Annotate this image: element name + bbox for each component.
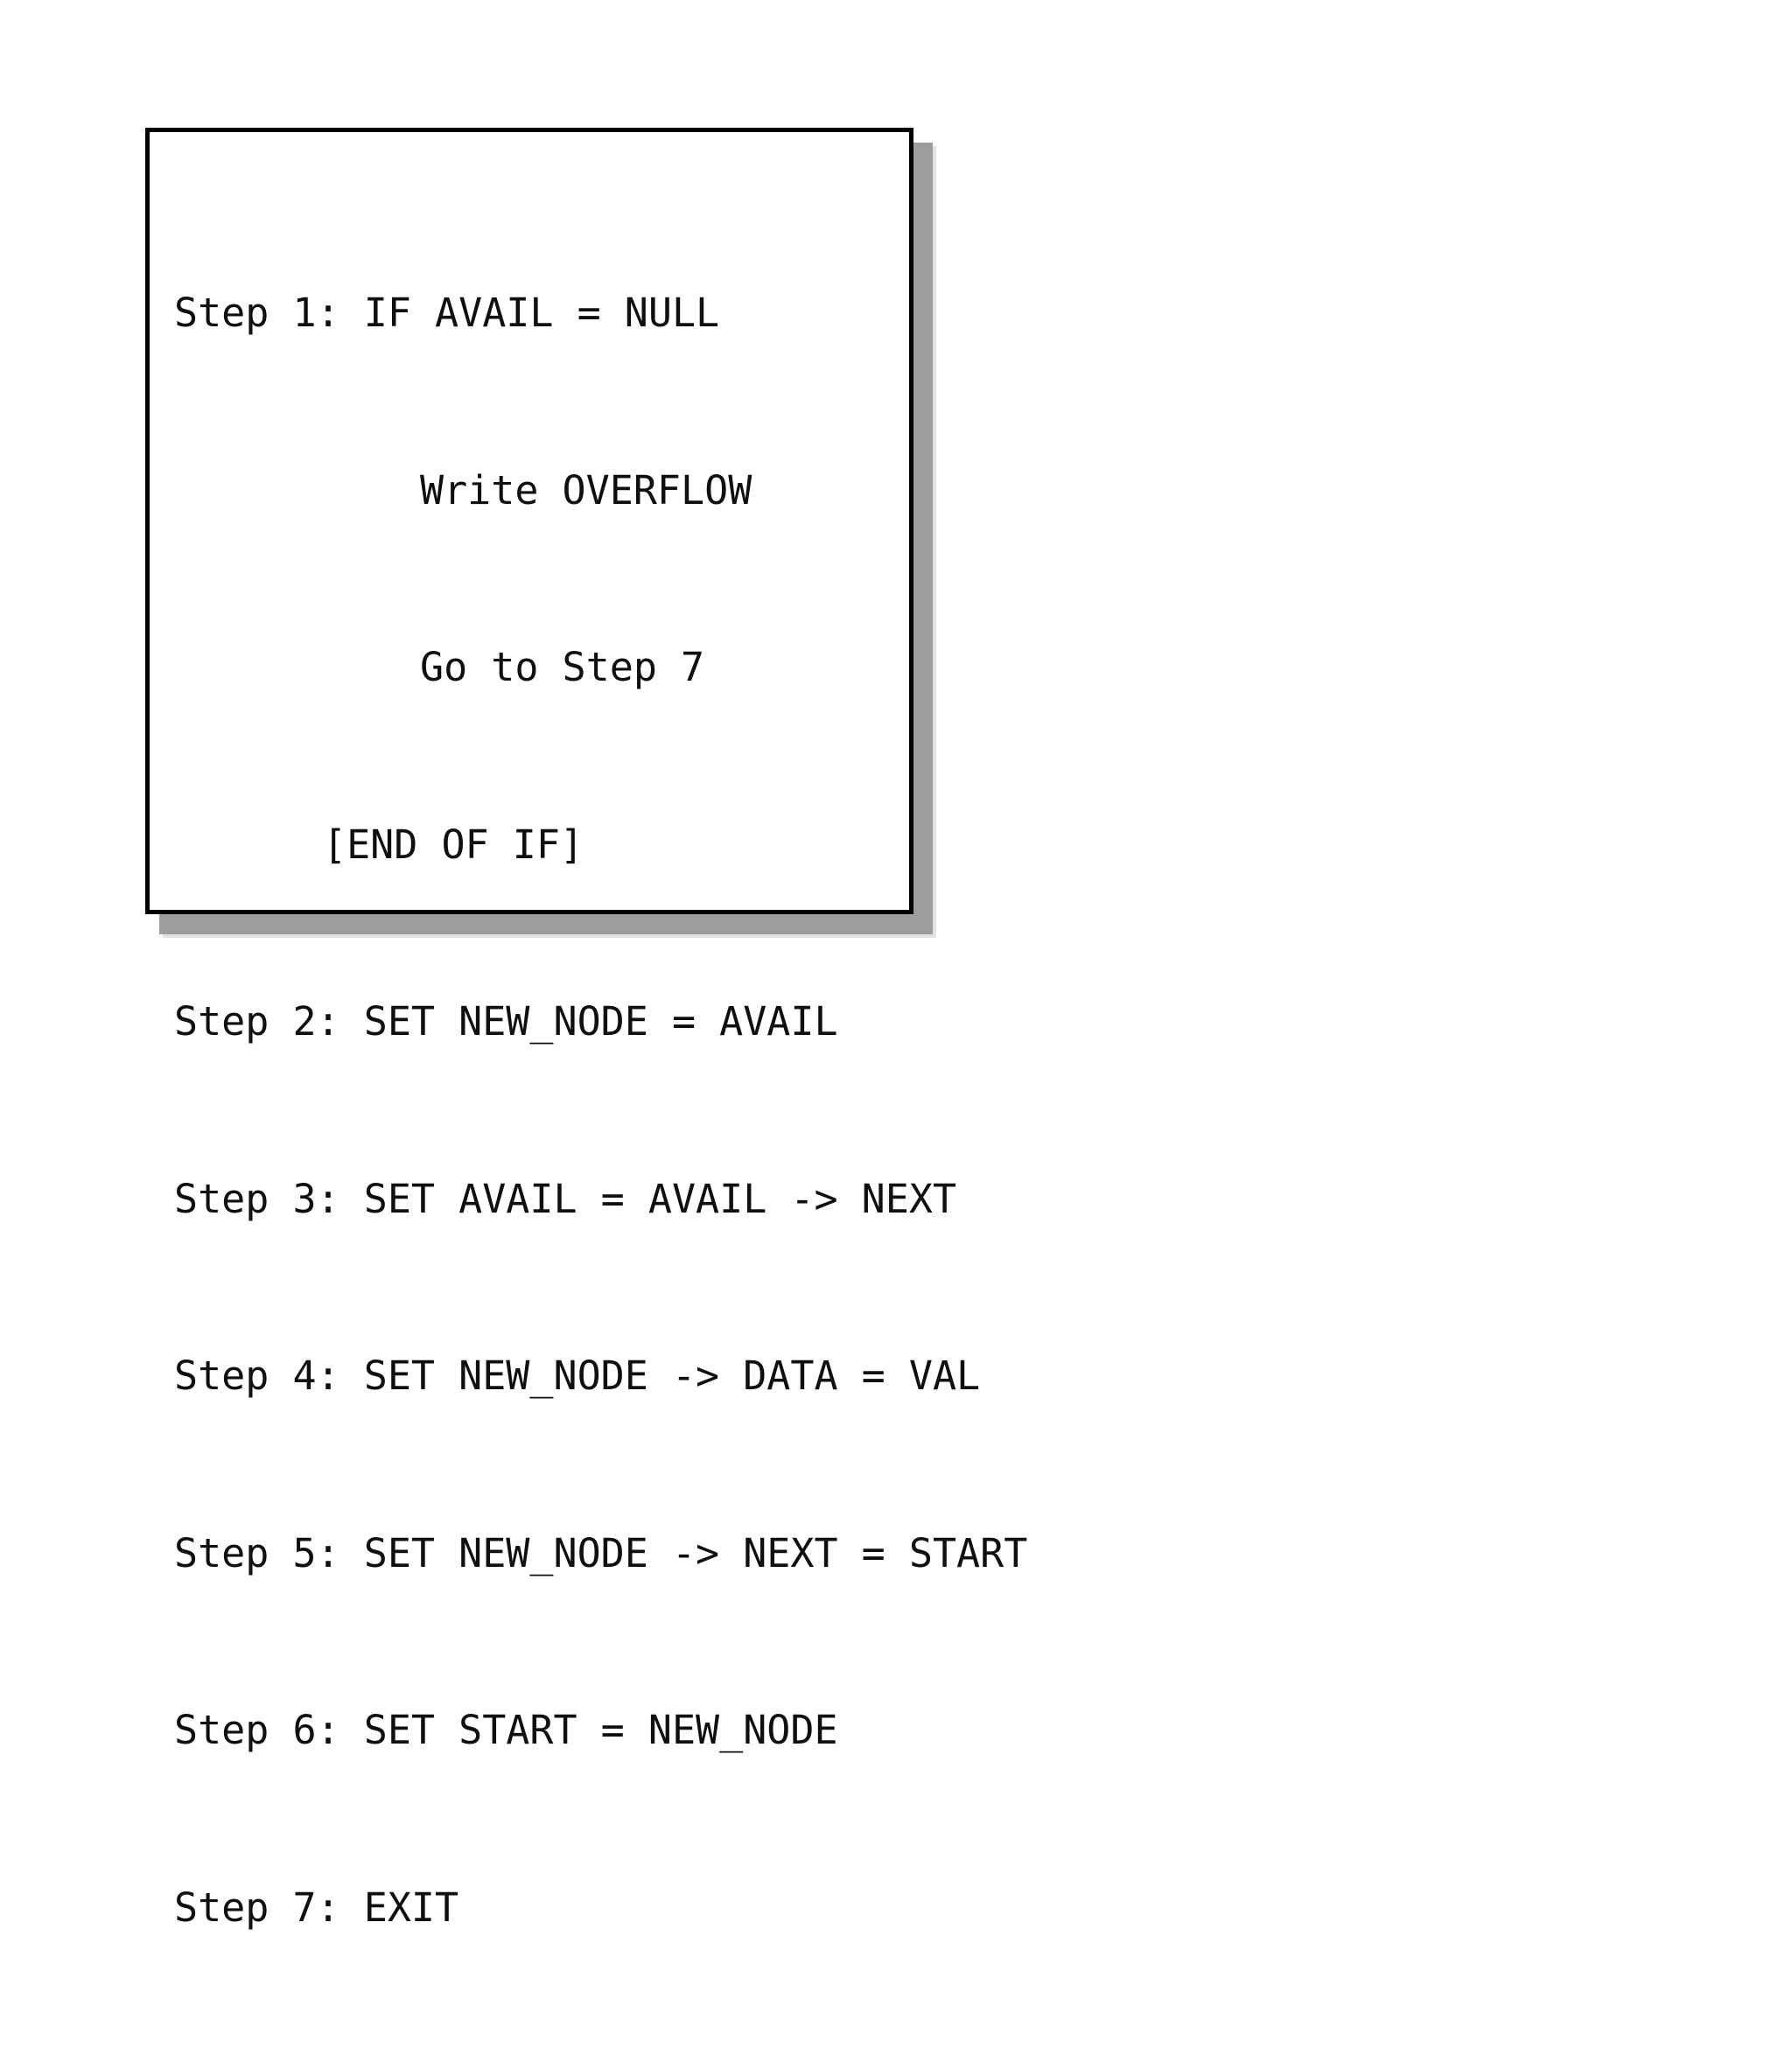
algorithm-box: Step 1: IF AVAIL = NULL Write OVERFLOW G… [145, 128, 1027, 1931]
algorithm-line-3: Go to Step 7 [420, 644, 705, 690]
algorithm-line-1: Step 1: IF AVAIL = NULL [174, 290, 720, 336]
algorithm-line-2: Write OVERFLOW [420, 466, 752, 514]
page-canvas: Step 1: IF AVAIL = NULL Write OVERFLOW G… [145, 128, 1028, 1931]
algorithm-line-10: Step 7: EXIT [174, 1884, 459, 1931]
algorithm-line-7: Step 4: SET NEW_NODE -> DATA = VAL [174, 1353, 981, 1399]
algorithm-line-9: Step 6: SET START = NEW_NODE [174, 1707, 838, 1753]
algorithm-pseudocode-lines: Step 1: IF AVAIL = NULL Write OVERFLOW G… [174, 165, 1028, 2055]
algorithm-line-5: Step 2: SET NEW_NODE = AVAIL [174, 998, 838, 1045]
algorithm-line-8: Step 5: SET NEW_NODE -> NEXT = START [174, 1529, 1028, 1576]
algorithm-line-4: [END OF IF] [323, 821, 584, 868]
algorithm-line-6: Step 3: SET AVAIL = AVAIL -> NEXT [174, 1175, 957, 1222]
